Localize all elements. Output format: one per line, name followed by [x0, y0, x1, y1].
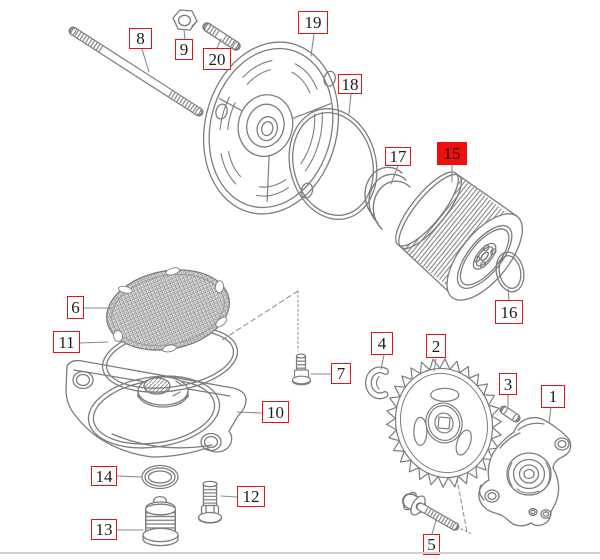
part-4-circlip	[364, 366, 389, 400]
part-label-1[interactable]: 1	[541, 385, 565, 408]
part-12-bolt	[197, 480, 223, 524]
part-label-15-highlighted[interactable]: 15	[437, 142, 467, 165]
part-label-20[interactable]: 20	[203, 48, 231, 70]
part-label-18[interactable]: 18	[338, 74, 362, 94]
part-20-stud-bolt	[202, 22, 241, 51]
part-9-nut	[172, 9, 198, 31]
part-18-cover-gasket	[288, 108, 378, 220]
part-2-pump-gear	[386, 358, 502, 488]
part-16-o-ring	[495, 251, 525, 293]
part-7-screen-bolt	[291, 353, 312, 386]
part-label-16[interactable]: 16	[495, 300, 523, 324]
part-label-10[interactable]: 10	[262, 401, 289, 423]
part-label-19[interactable]: 19	[298, 11, 328, 34]
part-label-7[interactable]: 7	[331, 363, 351, 384]
part-3-dowel-pin	[499, 405, 521, 423]
part-15-oil-filter-element	[395, 171, 523, 301]
part-label-2[interactable]: 2	[426, 334, 446, 358]
part-label-14[interactable]: 14	[91, 466, 117, 486]
part-1-oil-pump-body	[478, 417, 572, 527]
part-label-6[interactable]: 6	[67, 296, 84, 319]
part-10-strainer-cover-plate	[65, 359, 247, 458]
part-13-drain-plug	[142, 495, 179, 547]
part-label-9[interactable]: 9	[175, 39, 193, 60]
leader-lines	[79, 29, 552, 535]
part-17-spring	[364, 166, 411, 230]
part-5-flange-bolt	[402, 491, 460, 531]
part-14-o-ring	[141, 464, 179, 490]
part-6-strainer-screen	[106, 267, 230, 353]
part-label-5[interactable]: 5	[423, 534, 440, 555]
part-label-4[interactable]: 4	[371, 332, 393, 355]
part-19-filter-cover-plate	[202, 41, 340, 215]
part-label-13[interactable]: 13	[91, 519, 117, 540]
footer-divider	[0, 552, 600, 554]
part-label-17[interactable]: 17	[385, 147, 411, 166]
part-label-11[interactable]: 11	[53, 331, 80, 353]
part-8-stud-bolt	[68, 26, 204, 117]
part-label-12[interactable]: 12	[237, 486, 265, 507]
part-label-8[interactable]: 8	[129, 28, 152, 49]
part-label-3[interactable]: 3	[499, 373, 517, 395]
